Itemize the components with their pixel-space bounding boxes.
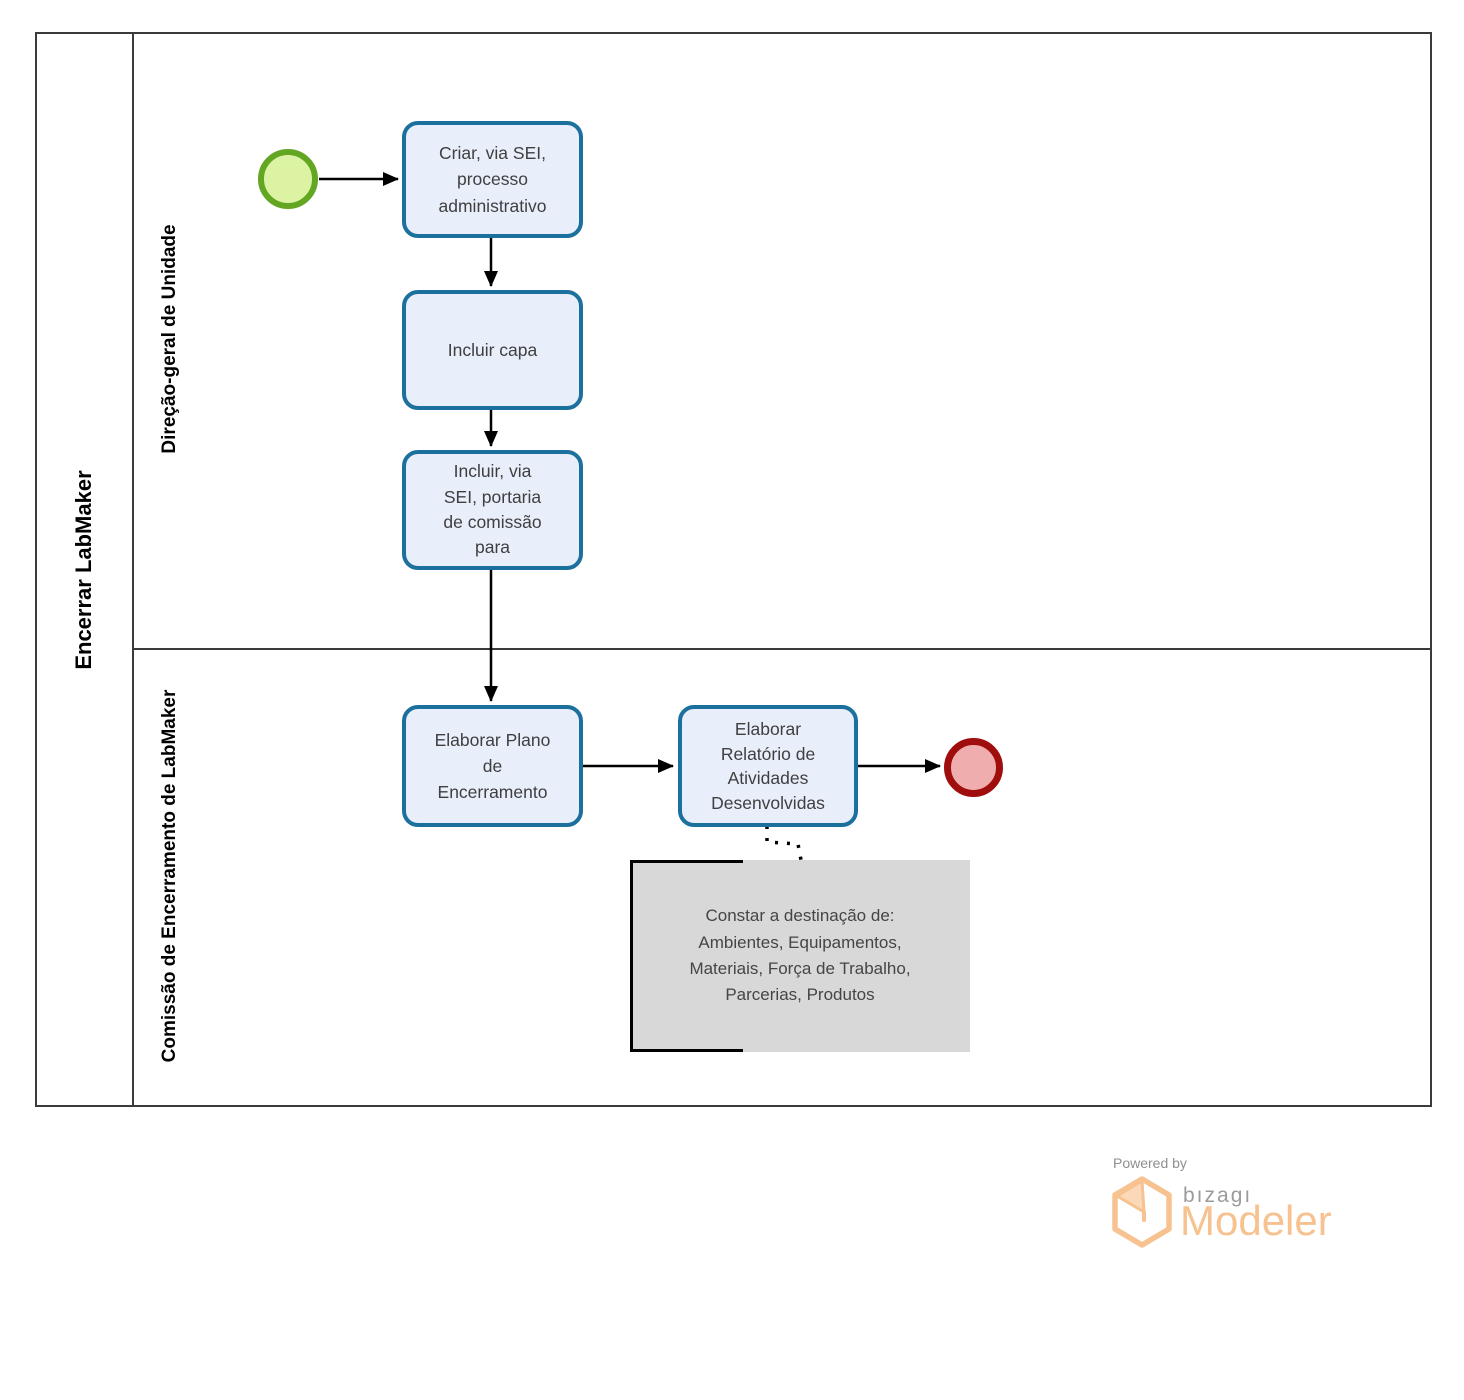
task-criar-processo-administrativo[interactable]: Criar, via SEI, processo administrativo	[402, 121, 583, 238]
end-event[interactable]	[944, 738, 1003, 797]
bizagi-wordmark: bızagı	[1183, 1184, 1253, 1207]
task-incluir-portaria-comissao[interactable]: Incluir, via SEI, portaria de comissão p…	[402, 450, 583, 570]
lane-label-direcao-geral: Direção-geral de Unidade	[159, 224, 180, 454]
task-elaborar-plano-encerramento[interactable]: Elaborar Plano de Encerramento	[402, 705, 583, 827]
start-event[interactable]	[258, 149, 318, 209]
pool-header-divider	[132, 34, 134, 1105]
lane-divider	[134, 648, 1430, 650]
task-elaborar-relatorio-atividades[interactable]: Elaborar Relatório de Atividades Desenvo…	[678, 705, 858, 827]
annotation-bracket	[630, 860, 743, 1052]
annotation-text: Constar a destinação de: Ambientes, Equi…	[689, 906, 911, 1005]
bizagi-logo-icon	[1110, 1176, 1174, 1253]
text-annotation[interactable]: Constar a destinação de: Ambientes, Equi…	[630, 860, 970, 1052]
pool-title: Encerrar LabMaker	[71, 470, 96, 670]
powered-by-label: Powered by	[1113, 1155, 1187, 1171]
task-incluir-capa[interactable]: Incluir capa	[402, 290, 583, 410]
lane-label-comissao-encerramento: Comissão de Encerramento de LabMaker	[159, 689, 180, 1063]
modeler-wordmark: Modeler	[1180, 1197, 1332, 1244]
